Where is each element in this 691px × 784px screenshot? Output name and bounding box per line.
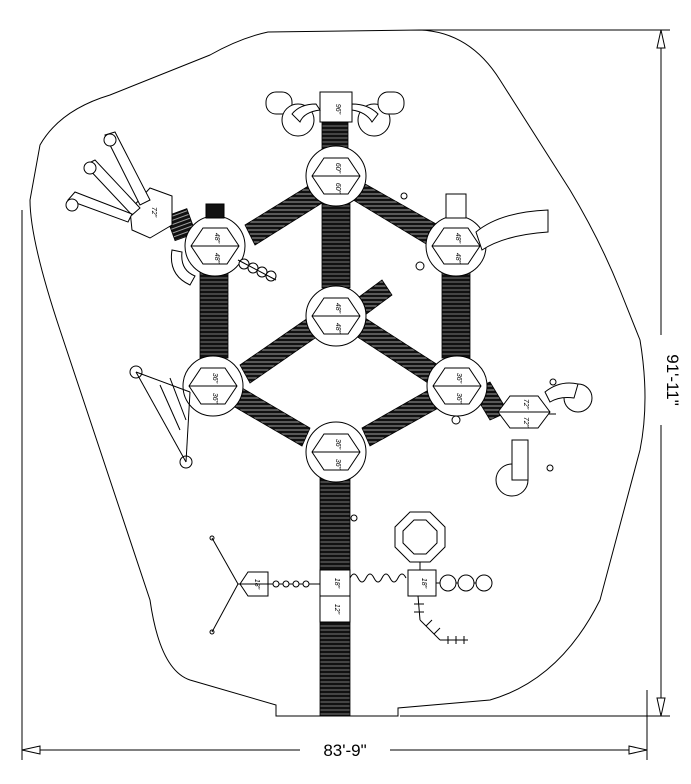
curved-slide-left xyxy=(170,249,196,286)
bridge-low-left xyxy=(232,387,311,447)
deck-label: 48" xyxy=(334,323,341,334)
ring-bars-left xyxy=(268,580,320,588)
deck-label: 72" xyxy=(522,399,529,410)
deck-upper xyxy=(305,145,367,207)
deck-label: 36" xyxy=(334,459,341,470)
tripod-climber xyxy=(209,535,268,635)
ladder-bottom-right xyxy=(414,595,468,644)
bridge-entry xyxy=(319,477,351,571)
deck-label: 60" xyxy=(334,163,341,174)
height-dimension-label: 91'-11" xyxy=(663,354,682,406)
deck-right-entry xyxy=(407,569,437,597)
net-climber-left xyxy=(129,365,193,469)
deck-label: 12" xyxy=(333,604,340,615)
deck-entry-top xyxy=(319,569,351,597)
deck-right-far xyxy=(497,395,551,429)
deck-label: 36" xyxy=(211,393,218,404)
bridge-bottom xyxy=(319,621,351,717)
deck-label: 72" xyxy=(150,207,157,218)
site-boundary xyxy=(29,29,646,717)
spinners-right xyxy=(436,574,493,592)
deck-label: 48" xyxy=(334,303,341,314)
deck-label: 48" xyxy=(213,233,220,244)
deck-label: 48" xyxy=(454,253,461,264)
deck-label: 36" xyxy=(455,373,462,384)
panel-right-upper xyxy=(445,193,467,219)
deck-top xyxy=(319,91,353,123)
slide-right-upper xyxy=(475,209,549,251)
deck-label: 36" xyxy=(455,393,462,404)
deck-label: 60" xyxy=(334,183,341,194)
spinners-left xyxy=(237,258,277,282)
deck-right-lower xyxy=(426,355,488,417)
deck-left-lower xyxy=(182,355,244,417)
deck-label: 36" xyxy=(211,373,218,384)
width-dimension-label: 83'-9" xyxy=(323,741,366,760)
octagon-climber xyxy=(394,511,446,570)
deck-center xyxy=(305,285,367,347)
deck-entry-bottom xyxy=(319,595,351,623)
deck-label: 96" xyxy=(334,104,341,115)
deck-right-upper xyxy=(425,215,487,277)
decks xyxy=(129,91,551,623)
deck-label: 18" xyxy=(420,578,427,589)
bridges xyxy=(165,117,509,717)
deck-label: 36" xyxy=(334,439,341,450)
bridge-center-top xyxy=(321,199,351,289)
bridge-left xyxy=(199,269,229,359)
deck-label: 48" xyxy=(213,253,220,264)
deck-label: 72" xyxy=(522,417,529,428)
deck-lower xyxy=(305,421,367,483)
bridge-mid-left xyxy=(239,317,319,384)
deck-label: 48" xyxy=(454,233,461,244)
deck-label: 18" xyxy=(333,578,340,589)
tube-slides-top xyxy=(265,91,405,137)
slides-left xyxy=(65,131,225,223)
bridge-right xyxy=(441,269,471,359)
bridge-mid-right xyxy=(355,317,439,384)
deck-left-upper xyxy=(184,215,246,277)
accessories xyxy=(65,91,593,644)
tube-slides-right xyxy=(495,378,593,497)
coil-bridge xyxy=(349,573,407,583)
